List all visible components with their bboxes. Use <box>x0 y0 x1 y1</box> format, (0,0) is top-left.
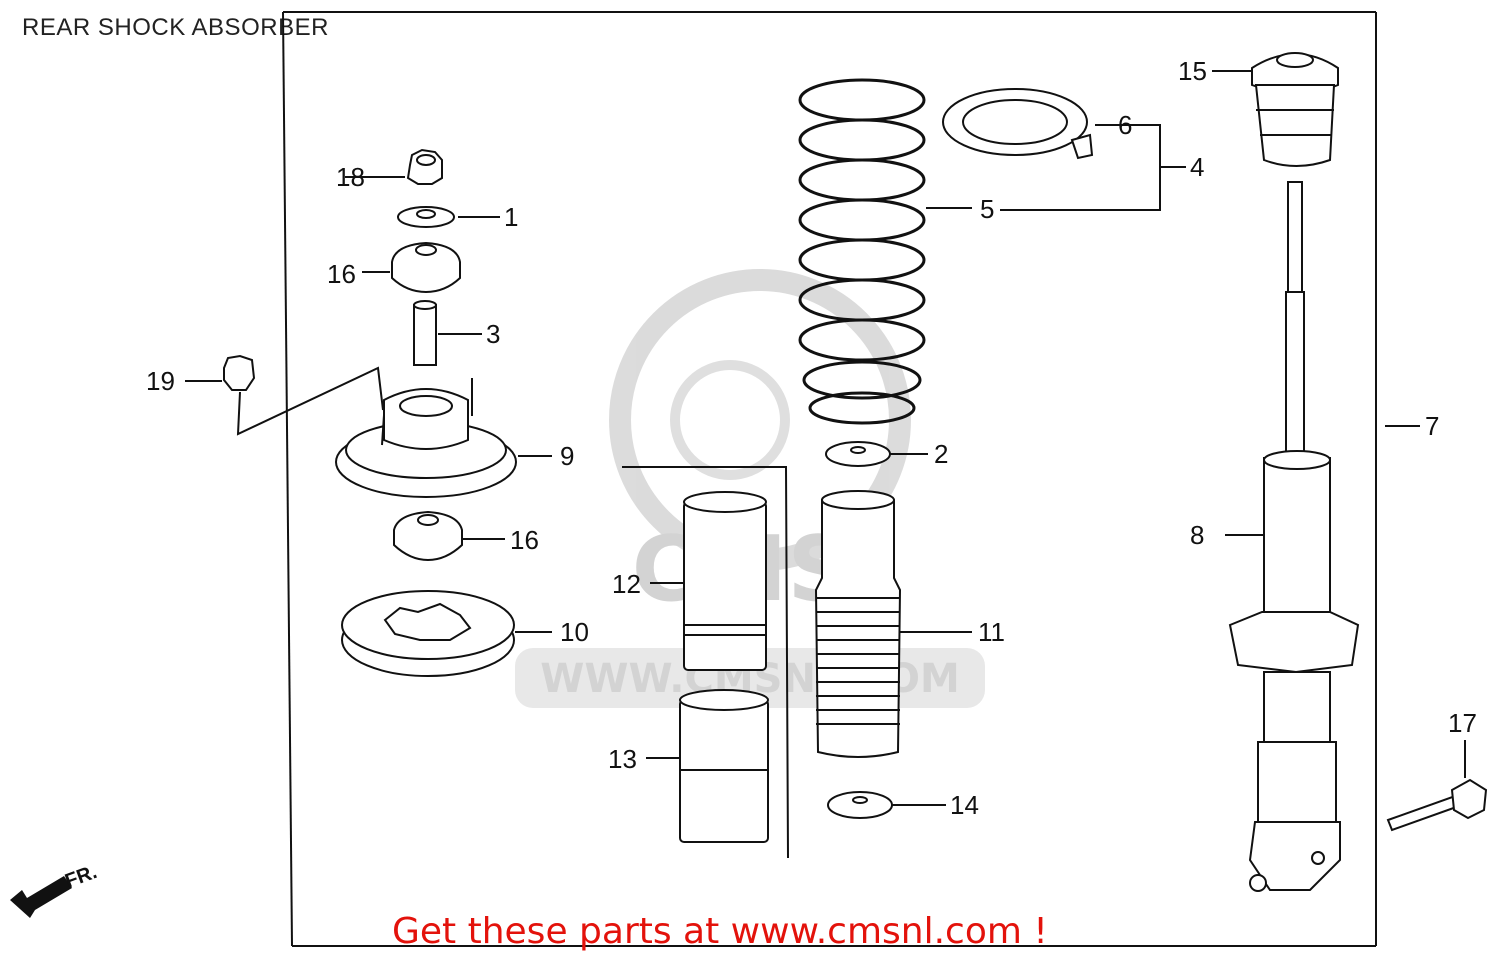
washer-part-2 <box>825 441 928 467</box>
callout-2: 2 <box>934 439 948 469</box>
callout-17: 17 <box>1448 708 1477 738</box>
callout-6: 6 <box>1118 110 1132 140</box>
bushing-part-16-lower <box>393 510 505 562</box>
callout-11: 11 <box>978 617 1005 647</box>
bracket-12-13 <box>622 466 789 859</box>
callout-labels: 18 1 16 3 19 9 16 10 12 13 5 6 4 2 11 14… <box>146 56 1477 820</box>
callout-10: 10 <box>560 617 589 647</box>
bushing-part-16-upper <box>362 241 461 294</box>
nut-part-18 <box>345 148 443 185</box>
washer-part-1 <box>397 206 500 228</box>
bump-rubber-part-15 <box>1212 52 1339 167</box>
shock-absorber-part-8 <box>1225 181 1420 892</box>
spring-seat-part-6 <box>942 88 1186 211</box>
boot-part-11 <box>814 490 972 758</box>
mount-base-part-9 <box>335 378 552 498</box>
front-direction-arrow: FR. <box>10 861 100 918</box>
rubber-pad-part-10 <box>341 590 552 677</box>
bump-stop-part-13 <box>646 689 769 843</box>
dust-cover-part-12 <box>650 491 767 671</box>
callout-15: 15 <box>1178 56 1207 86</box>
callout-13: 13 <box>608 744 637 774</box>
callout-19: 19 <box>146 366 175 396</box>
diagram-title: REAR SHOCK ABSORBER <box>22 14 329 41</box>
washer-part-14 <box>827 791 946 819</box>
direction-label: FR. <box>62 861 100 893</box>
footer-link-text[interactable]: Get these parts at www.cmsnl.com ! <box>392 911 1048 952</box>
callout-16-lower: 16 <box>510 525 539 555</box>
callout-8: 8 <box>1190 520 1204 550</box>
coil-spring-part-5 <box>798 78 972 425</box>
callout-9: 9 <box>560 441 574 471</box>
collar-part-3 <box>413 300 482 366</box>
callout-16-upper: 16 <box>327 259 356 289</box>
callout-4: 4 <box>1190 152 1204 182</box>
callout-1: 1 <box>504 202 518 232</box>
callout-3: 3 <box>486 319 500 349</box>
callout-12: 12 <box>612 569 641 599</box>
nut-part-19 <box>185 354 384 436</box>
callout-18: 18 <box>336 162 365 192</box>
bolt-part-17 <box>1386 740 1488 832</box>
callout-7: 7 <box>1425 411 1439 441</box>
callout-5: 5 <box>980 194 994 224</box>
assembly-frame <box>282 11 1377 947</box>
callout-14: 14 <box>950 790 979 820</box>
